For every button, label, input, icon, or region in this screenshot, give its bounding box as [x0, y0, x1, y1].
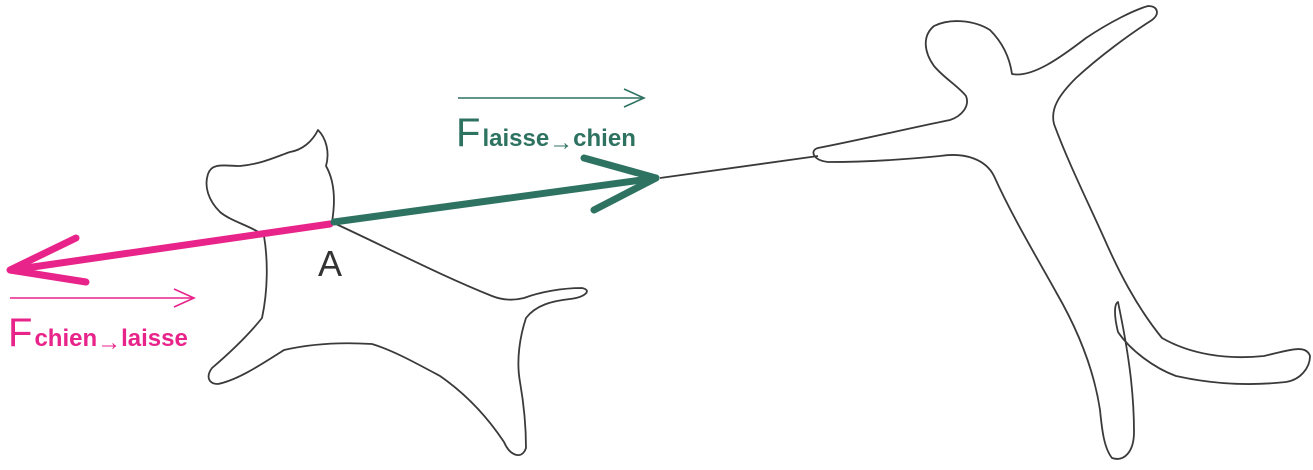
force-dog-on-leash-label: Fchien→laisse: [8, 311, 188, 356]
subscript-to: chien: [573, 125, 636, 152]
subscript-arrow: →: [549, 129, 573, 156]
subscript-to: laisse: [121, 325, 188, 352]
force-leash-on-dog-label: Flaisse→chien: [456, 111, 636, 156]
vector-bar-dog-on-leash-head: [173, 288, 196, 308]
dog-outline: [205, 129, 588, 456]
subscript-arrow: →: [97, 329, 121, 356]
force-leash-on-dog-arrow: [330, 174, 660, 226]
force-dog-on-leash-arrow: [8, 220, 334, 274]
vector-bar-leash-on-dog-head: [623, 88, 646, 108]
force-symbol: F: [8, 311, 32, 355]
point-a-label: A: [318, 243, 342, 284]
force-symbol: F: [456, 111, 480, 155]
force-leash-on-dog-arrowhead: [580, 154, 660, 214]
person-outline: [812, 5, 1311, 460]
leash-line: [659, 155, 819, 179]
force-dog-on-leash-arrowhead: [6, 234, 90, 286]
subscript-from: chien: [34, 325, 97, 352]
subscript-from: laisse: [482, 125, 549, 152]
